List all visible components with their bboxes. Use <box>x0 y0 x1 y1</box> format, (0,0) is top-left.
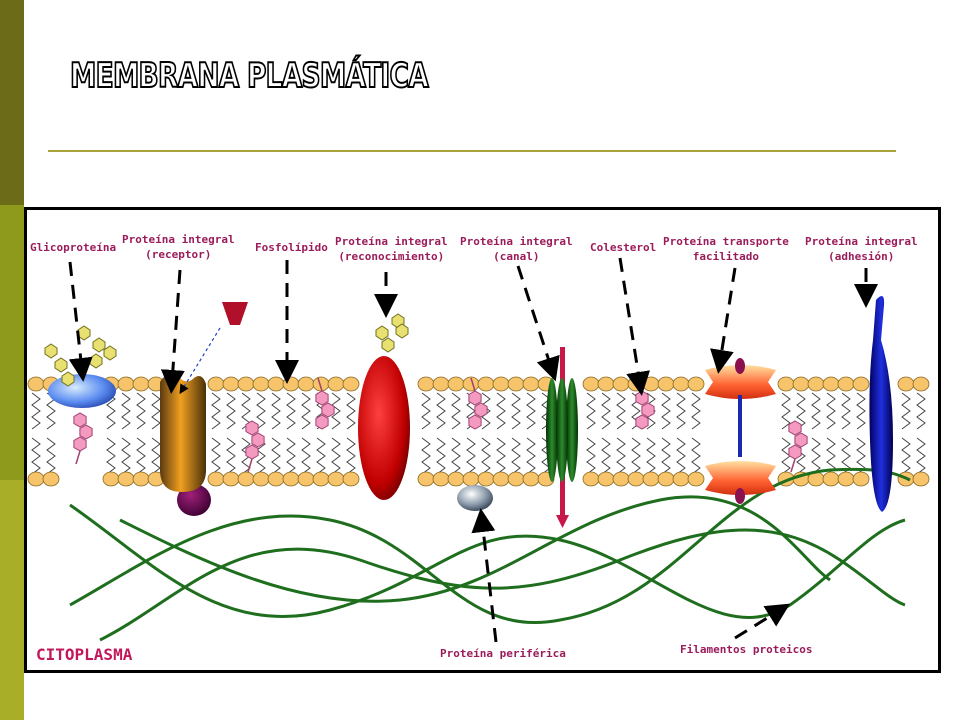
label-canal-line2: (canal) <box>493 250 540 263</box>
sidebar-stripe-bottom <box>0 480 24 720</box>
label-filamentos: Filamentos proteicos <box>680 643 813 656</box>
label-transporte-line1: Proteína transporte <box>663 235 789 248</box>
label-receptor-line1: Proteína integral <box>122 233 235 246</box>
label-receptor-line2: (receptor) <box>145 248 212 261</box>
label-adhesion-line1: Proteína integral <box>805 235 918 248</box>
receptor-protein <box>160 302 248 516</box>
label-reconocimiento-line2: (reconocimiento) <box>338 250 445 263</box>
adhesion-protein <box>869 296 893 512</box>
label-reconocimiento: Proteína integral (reconocimiento) <box>335 234 448 264</box>
pointer-lines <box>68 257 878 643</box>
label-adhesion-line2: (adhesión) <box>828 250 895 263</box>
label-periferica: Proteína periférica <box>440 647 566 660</box>
facilitated-transport-protein <box>705 358 776 504</box>
recognition-protein <box>358 313 410 500</box>
label-canal-line1: Proteína integral <box>460 235 573 248</box>
label-citoplasma: CITOPLASMA <box>36 645 133 664</box>
label-canal: Proteína integral (canal) <box>460 234 573 264</box>
lipid-heads-bottom <box>27 471 930 487</box>
peripheral-protein <box>457 485 493 511</box>
label-colesterol: Colesterol <box>590 241 657 254</box>
label-glicoproteina: Glicoproteína <box>30 241 117 254</box>
ligand-binding-arrow <box>179 327 221 395</box>
title-divider <box>48 150 896 152</box>
label-fosfolipido: Fosfolípido <box>255 241 328 254</box>
label-transporte-line2: facilitado <box>692 250 760 263</box>
page-title: MEMBRANA PLASMÁTICA <box>69 55 429 97</box>
label-receptor: Proteína integral (receptor) <box>122 232 235 262</box>
label-adhesion: Proteína integral (adhesión) <box>805 234 918 264</box>
label-transporte: Proteína transporte facilitado <box>663 234 789 264</box>
glycoprotein <box>44 325 117 408</box>
channel-protein <box>546 347 578 528</box>
lipid-tails <box>31 392 926 475</box>
label-reconocimiento-line1: Proteína integral <box>335 235 448 248</box>
sidebar-stripe-middle <box>0 205 24 480</box>
protein-filaments <box>69 467 911 642</box>
sidebar-stripe-top <box>0 0 24 205</box>
